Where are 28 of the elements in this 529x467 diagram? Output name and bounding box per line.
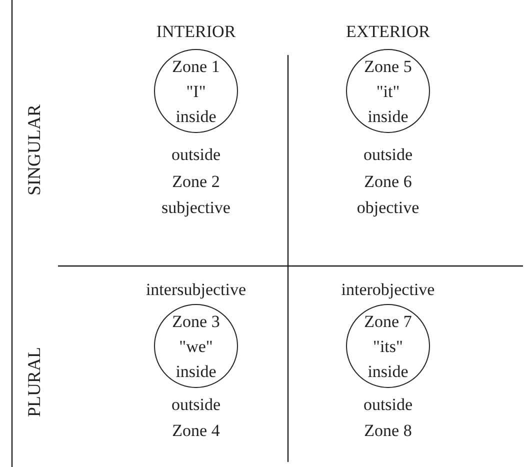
zone-text: Zone 1 bbox=[172, 56, 220, 78]
zone-text: "I" bbox=[186, 80, 206, 102]
zone-text: inside bbox=[176, 106, 216, 128]
zone-text: Zone 7 bbox=[364, 310, 412, 332]
zone-label: outside bbox=[171, 145, 221, 165]
zone-text: "its" bbox=[373, 336, 403, 358]
column-header: EXTERIOR bbox=[346, 22, 430, 42]
zone-label: Zone 8 bbox=[364, 421, 412, 441]
zone-label: outside bbox=[171, 395, 221, 415]
zone-label: Zone 6 bbox=[364, 172, 412, 192]
column-header: INTERIOR bbox=[156, 22, 236, 42]
zone-text: "we" bbox=[179, 336, 213, 358]
zone-text: inside bbox=[368, 106, 408, 128]
row-header: SINGULAR bbox=[24, 104, 44, 196]
quadrant-label: interobjective bbox=[341, 280, 435, 300]
zone-label: subjective bbox=[162, 198, 230, 218]
zone-text: inside bbox=[368, 360, 408, 382]
zone-text: inside bbox=[176, 360, 216, 382]
quadrant-label: intersubjective bbox=[146, 280, 246, 300]
zone-label: Zone 2 bbox=[172, 172, 220, 192]
row-header: PLURAL bbox=[24, 347, 44, 417]
zone-text: "it" bbox=[376, 80, 400, 102]
zone-text: Zone 5 bbox=[364, 56, 412, 78]
zone-text: Zone 3 bbox=[172, 310, 220, 332]
zone-label: outside bbox=[363, 395, 413, 415]
zone-label: outside bbox=[363, 145, 413, 165]
zone-label: objective bbox=[356, 198, 420, 218]
zone-label: Zone 4 bbox=[172, 421, 220, 441]
